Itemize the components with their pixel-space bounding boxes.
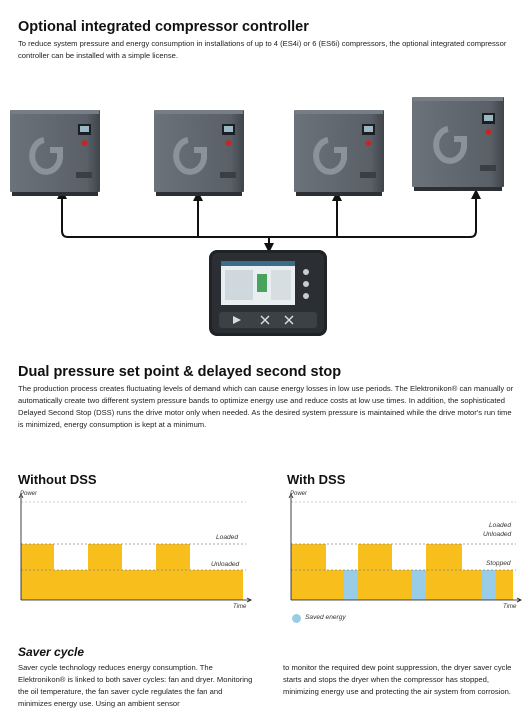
y-axis-label: Power <box>20 491 38 497</box>
saved-energy-block <box>412 570 426 600</box>
compressor-unit <box>294 110 384 196</box>
section-title-controller: Optional integrated compressor controlle… <box>18 19 309 35</box>
chart-with-dss <box>288 493 522 603</box>
unloaded-gap <box>392 544 426 570</box>
stopped-label: Stopped <box>486 560 511 567</box>
x-axis-label: Time <box>503 604 517 610</box>
compressor-unit <box>10 110 100 196</box>
saver-cycle-text-col1: Saver cycle technology reduces energy co… <box>18 663 253 708</box>
unloaded-label: Unloaded <box>483 531 512 538</box>
compressor-unit <box>154 110 244 196</box>
chart-title-with-dss: With DSS <box>287 472 346 487</box>
controller-device <box>209 250 327 336</box>
connection-lines <box>57 189 481 253</box>
unloaded-label: Unloaded <box>211 561 240 568</box>
unloaded-gap <box>462 544 513 570</box>
compressor-unit <box>412 97 504 191</box>
unloaded-gap <box>54 544 88 570</box>
saved-energy-block <box>344 570 358 600</box>
section-title-saver-cycle: Saver cycle <box>18 645 85 659</box>
unloaded-gap <box>122 544 156 570</box>
section-text-controller: To reduce system pressure and energy con… <box>18 39 507 60</box>
section-title-dss: Dual pressure set point & delayed second… <box>18 364 342 380</box>
saver-cycle-text-col2: to monitor the required dew point suppre… <box>283 663 512 696</box>
y-axis-label: Power <box>290 491 308 497</box>
loaded-label: Loaded <box>489 522 512 529</box>
compressor-network-diagram <box>10 97 504 336</box>
loaded-label: Loaded <box>216 534 239 541</box>
section-text-dss: The production process creates fluctuati… <box>18 384 514 429</box>
x-axis-label: Time <box>233 604 247 610</box>
saved-energy-legend-label: Saved energy <box>305 614 346 621</box>
saved-energy-block <box>482 570 496 600</box>
saved-energy-legend-swatch <box>292 614 301 623</box>
chart-title-without-dss: Without DSS <box>18 472 97 487</box>
unloaded-gap <box>326 544 358 570</box>
chart-without-dss <box>18 493 252 603</box>
unloaded-gap <box>190 544 243 570</box>
